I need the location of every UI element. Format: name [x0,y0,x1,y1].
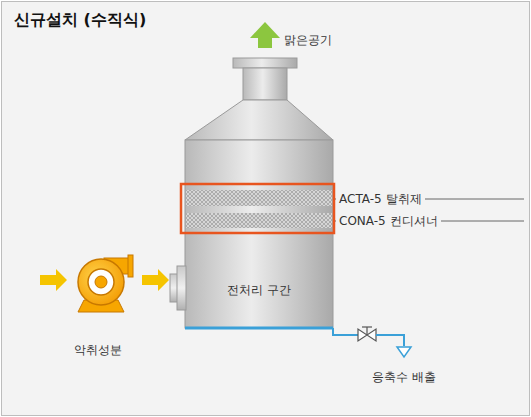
drain-label: 응축수 배출 [372,370,436,385]
pretreat-label: 전처리 구간 [227,283,291,298]
diagram-title: 신규설치 (수직식) [14,10,146,30]
deodorizer-label: ACTA-5 탈취제 [336,192,425,207]
conditioner-label: CONA-5 컨디셔너 [336,214,441,229]
odor-inlet-label: 악취성분 [74,343,122,358]
air-out-label: 맑은공기 [284,33,332,48]
